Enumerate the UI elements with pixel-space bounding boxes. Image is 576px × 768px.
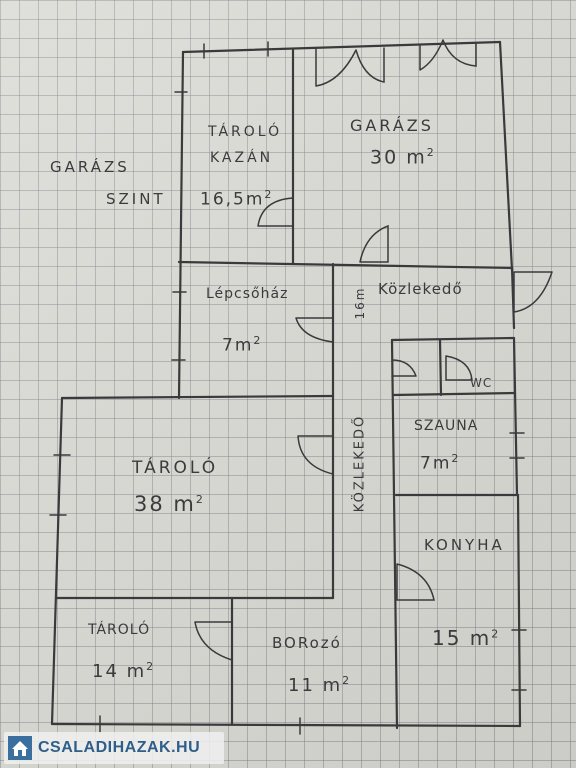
wall-garage-bottom: [177, 260, 514, 270]
konyha-area: 15 m2: [432, 626, 501, 650]
door-garage-inner: [359, 224, 389, 263]
wall-corridor-right: [390, 338, 399, 730]
tarolo-big-area: 38 m2: [134, 492, 205, 516]
borozo-name: BORozó: [272, 634, 342, 652]
borozo-area: 11 m2: [288, 674, 352, 696]
wall-kitchen-right: [516, 493, 522, 728]
garazs-area: 30 m2: [370, 146, 436, 169]
wall-wc-bottom: [391, 391, 517, 397]
outer-wall-right-upper: [498, 40, 514, 272]
garage-door-right: [419, 39, 477, 71]
wall-wc-top: [390, 336, 516, 342]
door-kazan: [257, 197, 294, 227]
door-wc: [445, 355, 473, 381]
door-storage: [297, 435, 334, 475]
door-small-storage: [194, 621, 233, 662]
door-lepcsohaz: [295, 317, 334, 343]
garazs-name: GARÁZS: [350, 116, 434, 135]
garage-door-left: [315, 47, 385, 87]
garazs-szint-label-1: GARÁZS: [50, 158, 130, 176]
door-external-right: [513, 271, 553, 313]
door-wc-left: [391, 359, 417, 377]
lepcsohaz-area: 7m2: [222, 334, 263, 356]
kozlekedo-vertical: KÖZLEKEDŐ: [352, 414, 368, 513]
lepcsohaz-name: Lépcsőház: [206, 286, 289, 302]
wall-bottom: [50, 722, 522, 728]
tarolo-kazan-name-1: TÁROLÓ: [208, 124, 283, 140]
watermark-text[interactable]: CSALADIHAZAK.HU: [38, 739, 201, 756]
outer-wall-top: [181, 40, 502, 54]
garazs-szint-label-2: SZINT: [106, 190, 166, 208]
tarolo-small-name: TÁROLÓ: [88, 622, 151, 638]
wall-wc-divider: [438, 338, 443, 397]
house-logo-icon: [8, 736, 32, 760]
tarolo-kazan-area: 16,5m2: [200, 188, 274, 210]
door-kitchen: [396, 563, 435, 601]
wall-wc-right: [512, 336, 519, 497]
konyha-name: KONYHA: [424, 536, 505, 554]
tarolo-small-area: 14 m2: [92, 660, 156, 682]
kozlekedo-top-name: Közlekedő: [378, 280, 463, 298]
tarolo-kazan-name-2: KAZÁN: [210, 150, 274, 166]
kozlekedo-top-area: 16m: [353, 286, 367, 320]
wall-storage-top: [60, 394, 335, 400]
wall-upper-right-corner: [510, 266, 516, 330]
wc-label: WC: [470, 376, 493, 390]
szauna-name: SZAUNA: [414, 418, 479, 434]
szauna-area: 7m2: [420, 452, 461, 474]
tarolo-big-name: TÁROLÓ: [132, 458, 219, 478]
wall-storage-left: [50, 396, 64, 726]
outer-wall-left-upper: [177, 50, 185, 400]
watermark: CSALADIHAZAK.HU: [4, 732, 224, 764]
